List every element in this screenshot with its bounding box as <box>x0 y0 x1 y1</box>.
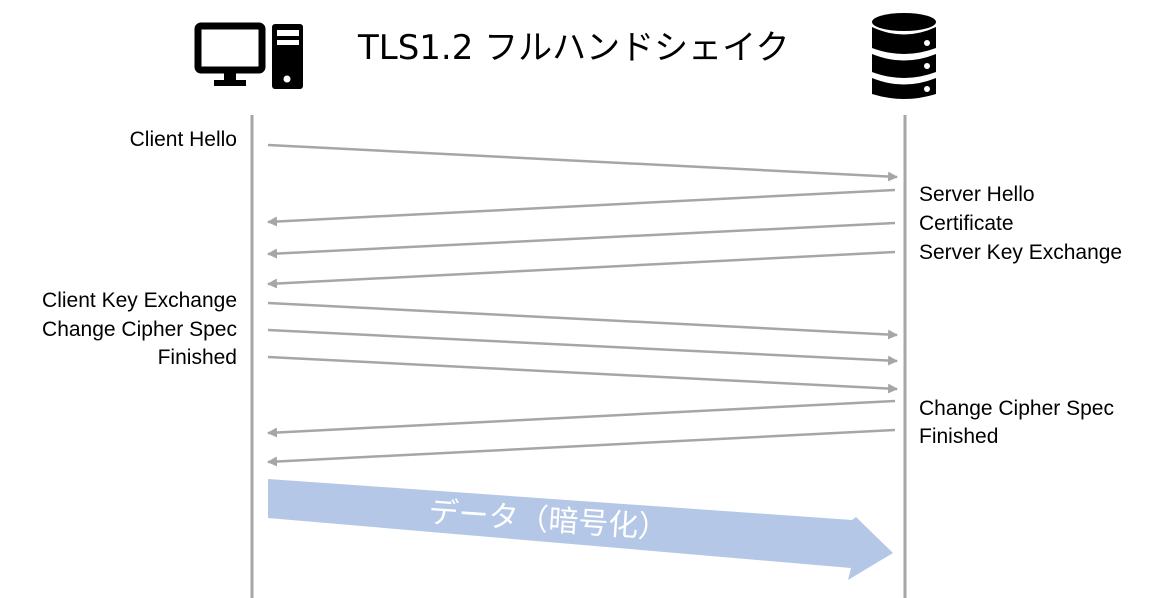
database-server-icon <box>872 13 936 99</box>
arrow-certificate <box>267 221 896 259</box>
arrow-client-key-exchange <box>267 301 898 340</box>
label-server-key-exchange: Server Key Exchange <box>919 241 1122 264</box>
label-client-hello: Client Hello <box>130 128 237 151</box>
label-server-hello: Server Hello <box>919 183 1035 206</box>
arrow-client-change-cipher-spec <box>267 328 898 366</box>
arrow-client-hello <box>267 143 898 182</box>
arrow-client-finished <box>267 355 898 394</box>
arrow-server-finished <box>267 428 896 467</box>
arrow-server-change-cipher-spec <box>267 399 896 438</box>
desktop-computer-icon <box>194 22 303 89</box>
arrow-server-hello <box>267 188 896 227</box>
arrow-server-key-exchange <box>267 250 896 289</box>
label-server-finished: Finished <box>919 425 998 448</box>
label-certificate: Certificate <box>919 212 1014 235</box>
label-client-key-exchange: Client Key Exchange <box>42 289 237 312</box>
encrypted-data-arrow <box>268 479 893 580</box>
label-client-finished: Finished <box>158 346 237 369</box>
label-server-change-cipher-spec: Change Cipher Spec <box>919 397 1114 420</box>
diagram-title: TLS1.2 フルハンドシェイク <box>357 28 790 68</box>
label-client-change-cipher-spec: Change Cipher Spec <box>42 318 237 341</box>
